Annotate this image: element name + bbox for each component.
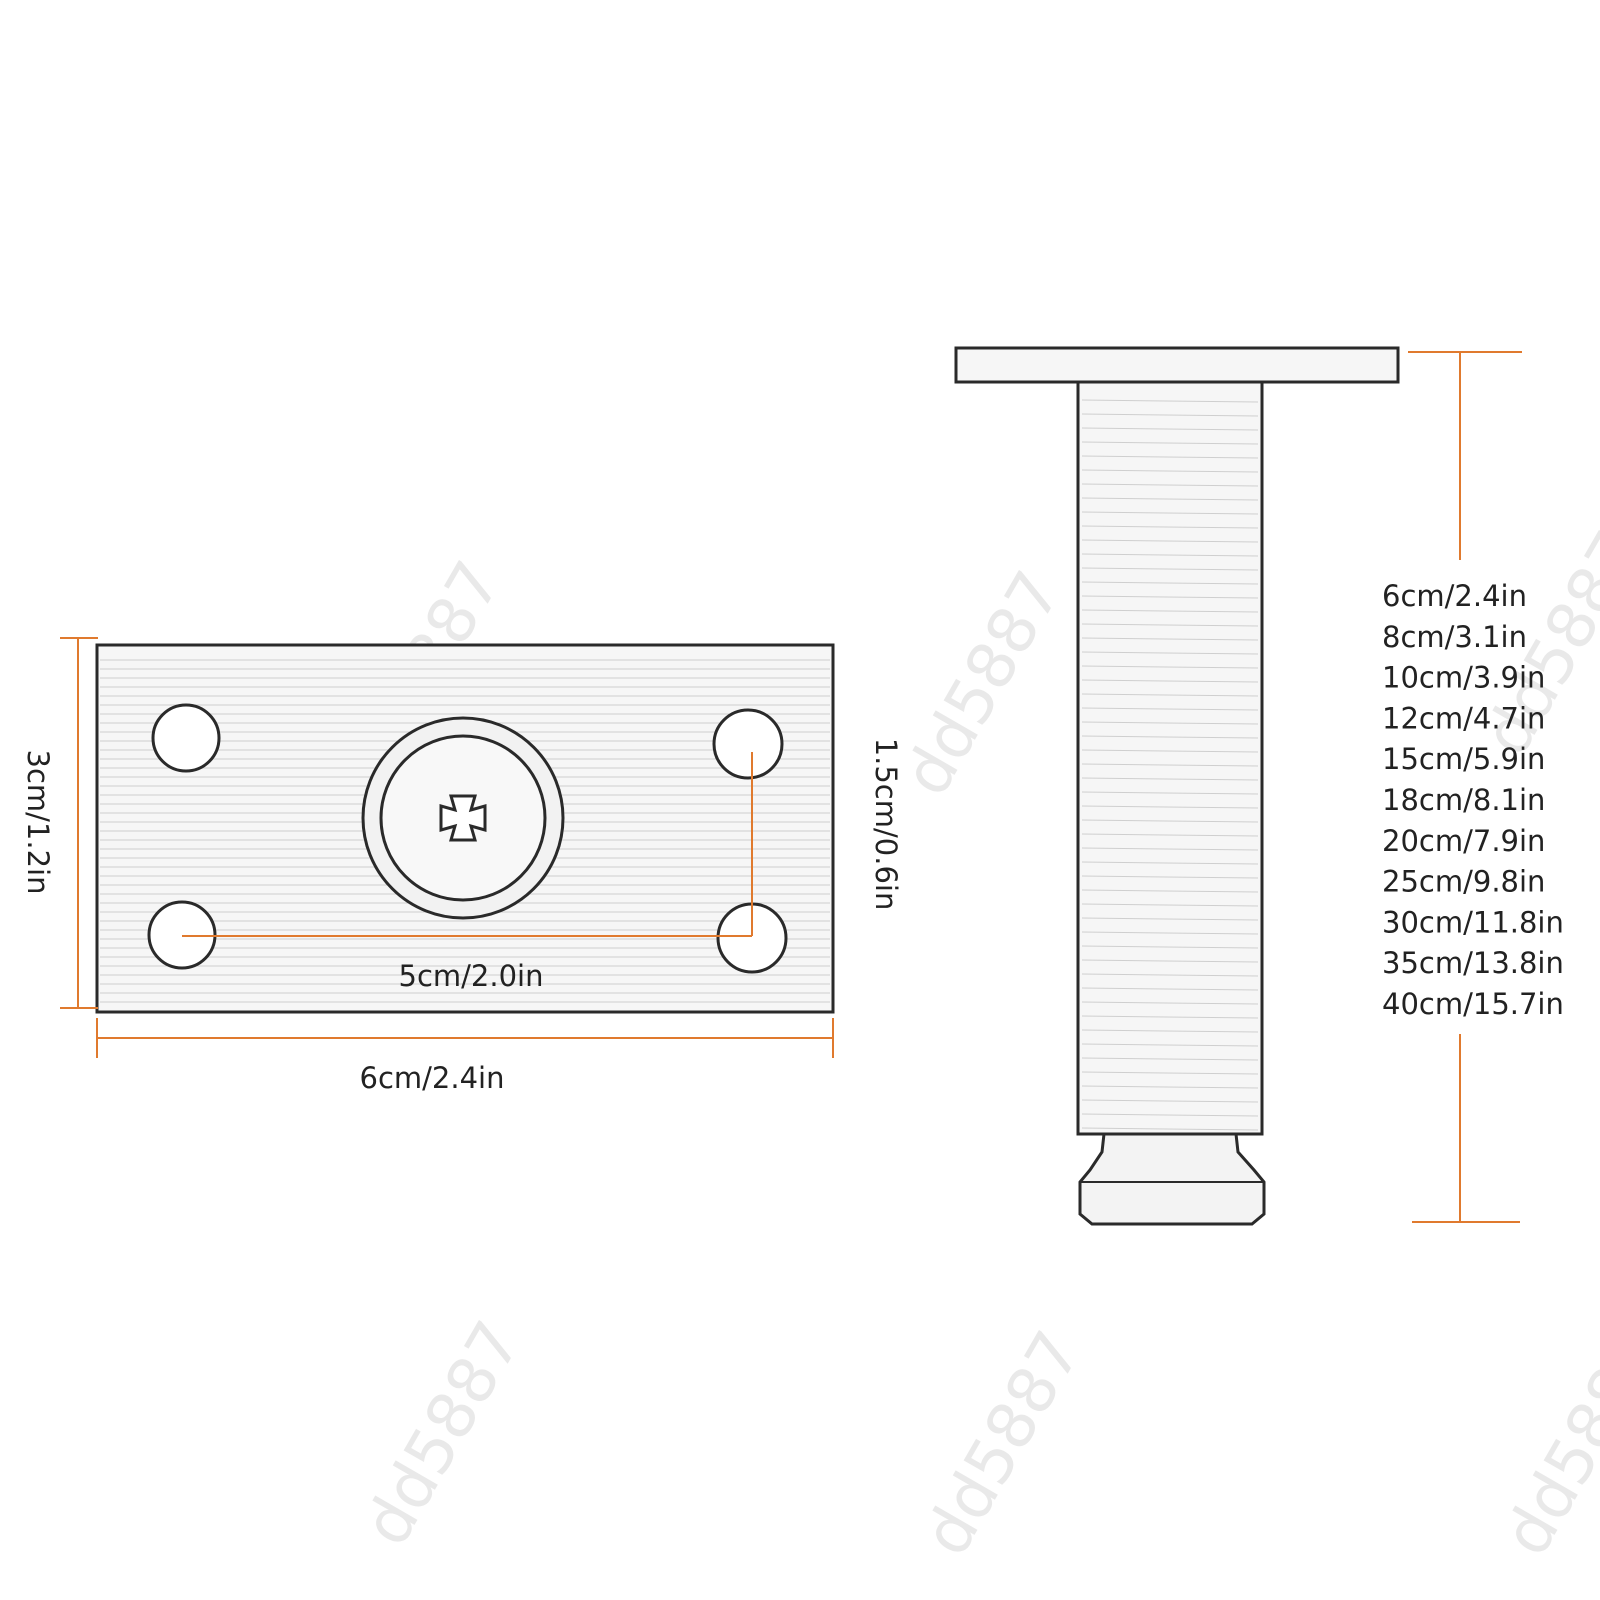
texture-line xyxy=(1081,805,1259,809)
texture-line xyxy=(1081,483,1259,487)
height-option-label: 15cm/5.9in xyxy=(1382,742,1545,776)
texture-line xyxy=(1081,875,1259,879)
watermark-text: dd5887 xyxy=(910,1320,1096,1568)
texture-line xyxy=(1081,973,1259,977)
texture-line xyxy=(1081,455,1259,459)
center-bolt xyxy=(361,716,565,920)
texture-line xyxy=(1081,833,1259,837)
texture-line xyxy=(1081,903,1259,907)
leg-texture xyxy=(1081,399,1259,1131)
texture-line xyxy=(1081,651,1259,655)
leg-height-dimension xyxy=(1408,351,1522,1223)
texture-line xyxy=(1081,1001,1259,1005)
texture-line xyxy=(1081,1113,1259,1117)
hole-spacing-label: 5cm/2.0in xyxy=(399,959,544,993)
texture-line xyxy=(1081,469,1259,473)
texture-line xyxy=(1081,595,1259,599)
plate-width-label: 6cm/2.4in xyxy=(360,1061,505,1095)
mounting-hole-top-right xyxy=(712,708,784,780)
texture-line xyxy=(1081,917,1259,921)
texture-line xyxy=(1081,399,1259,403)
texture-line xyxy=(1081,987,1259,991)
texture-line xyxy=(1081,511,1259,515)
texture-line xyxy=(1081,1043,1259,1047)
height-option-label: 12cm/4.7in xyxy=(1382,701,1545,735)
furniture-leg xyxy=(954,346,1400,1226)
texture-line xyxy=(1081,847,1259,851)
height-option-label: 35cm/13.8in xyxy=(1382,946,1564,980)
texture-line xyxy=(1081,707,1259,711)
texture-line xyxy=(1081,427,1259,431)
texture-line xyxy=(1081,959,1259,963)
texture-line xyxy=(1081,413,1259,417)
height-option-label: 40cm/15.7in xyxy=(1382,987,1564,1021)
texture-line xyxy=(1081,735,1259,739)
texture-line xyxy=(1081,679,1259,683)
height-option-label: 20cm/7.9in xyxy=(1382,824,1545,858)
texture-line xyxy=(1081,721,1259,725)
texture-line xyxy=(1081,1085,1259,1089)
leg-shaft xyxy=(1076,380,1264,1136)
height-option-label: 18cm/8.1in xyxy=(1382,783,1545,817)
texture-line xyxy=(1081,931,1259,935)
texture-line xyxy=(1081,819,1259,823)
hole-vertical-label: 1.5cm/0.6in xyxy=(869,738,903,911)
texture-line xyxy=(1081,539,1259,543)
height-option-label: 6cm/2.4in xyxy=(1382,579,1527,613)
texture-line xyxy=(1081,763,1259,767)
texture-line xyxy=(1081,567,1259,571)
watermark-text: dd5887 xyxy=(1490,1320,1600,1568)
texture-line xyxy=(1081,749,1259,753)
texture-line xyxy=(1081,581,1259,585)
plate-height-label: 3cm/1.2in xyxy=(21,750,55,895)
texture-line xyxy=(1081,861,1259,865)
texture-line xyxy=(1081,1127,1259,1131)
texture-line xyxy=(1081,609,1259,613)
watermark-text: dd5887 xyxy=(350,1310,536,1558)
phillips-cross-icon xyxy=(439,794,487,842)
texture-line xyxy=(1081,889,1259,893)
texture-line xyxy=(1081,1015,1259,1019)
texture-line xyxy=(1081,791,1259,795)
texture-line xyxy=(1081,441,1259,445)
plate-height-dimension: 3cm/1.2in xyxy=(21,637,98,1009)
texture-line xyxy=(1081,637,1259,641)
texture-line xyxy=(1081,945,1259,949)
watermark-text: dd5887 xyxy=(890,560,1076,808)
texture-line xyxy=(1081,1071,1259,1075)
texture-line xyxy=(1081,693,1259,697)
height-option-label: 10cm/3.9in xyxy=(1382,661,1545,695)
leg-top-plate xyxy=(954,346,1400,384)
texture-line xyxy=(1081,497,1259,501)
texture-line xyxy=(1081,1057,1259,1061)
height-option-label: 30cm/11.8in xyxy=(1382,905,1564,939)
texture-line xyxy=(1081,665,1259,669)
texture-line xyxy=(1081,777,1259,781)
height-option-label: 8cm/3.1in xyxy=(1382,620,1527,654)
height-option-label: 25cm/9.8in xyxy=(1382,865,1545,899)
adjustable-foot xyxy=(1078,1132,1266,1226)
texture-line xyxy=(1081,1099,1259,1103)
leg-height-options-list: 6cm/2.4in 8cm/3.1in 10cm/3.9in 12cm/4.7in 15… xyxy=(1382,579,1564,1021)
texture-line xyxy=(1081,1029,1259,1033)
texture-line xyxy=(1081,623,1259,627)
texture-line xyxy=(1081,525,1259,529)
plate-width-dimension: 6cm/2.4in xyxy=(96,1018,834,1095)
mounting-plate: 5cm/2.0in 3cm/1.2in 6cm/2.4in 1.5cm/0.6i… xyxy=(21,637,903,1095)
texture-line xyxy=(1081,553,1259,557)
mounting-hole-top-left xyxy=(151,703,221,773)
